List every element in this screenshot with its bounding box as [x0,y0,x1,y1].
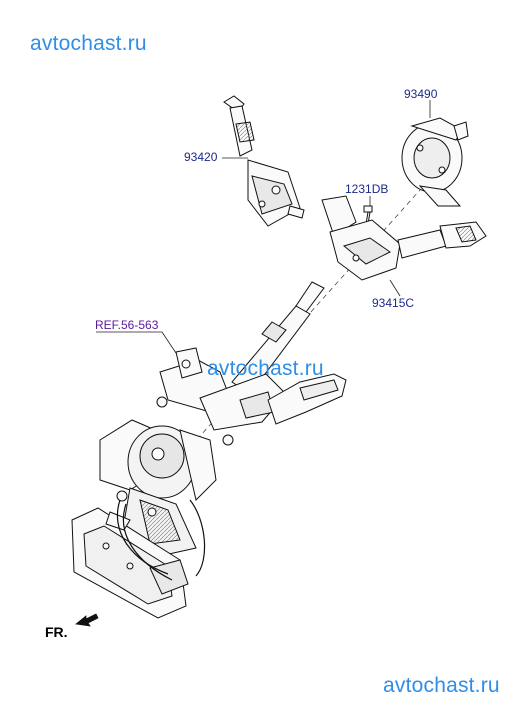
tilt-lever-part [267,373,347,425]
front-direction-label: FR. [45,624,68,640]
front-direction-arrow-icon [75,613,99,627]
leader-lines [96,100,431,357]
wiring-harness [116,499,206,581]
wiper-switch-part [321,195,487,281]
watermark-top: avtochast.ru [30,32,147,55]
watermark-bottom: avtochast.ru [383,674,500,697]
part-label-93415C[interactable]: 93415C [372,296,415,310]
light-switch-stalk-part [223,95,305,227]
clock-spring-part [401,117,469,207]
bolt-part [363,205,373,225]
steering-column-part [156,281,325,446]
watermark-middle: avtochast.ru [207,357,324,380]
part-label-93420[interactable]: 93420 [184,150,218,164]
part-label-93490[interactable]: 93490 [404,87,438,101]
lower-bracket-part [71,507,189,619]
part-label-1231DB[interactable]: 1231DB [345,182,389,196]
reference-label[interactable]: REF.56-563 [95,318,159,332]
